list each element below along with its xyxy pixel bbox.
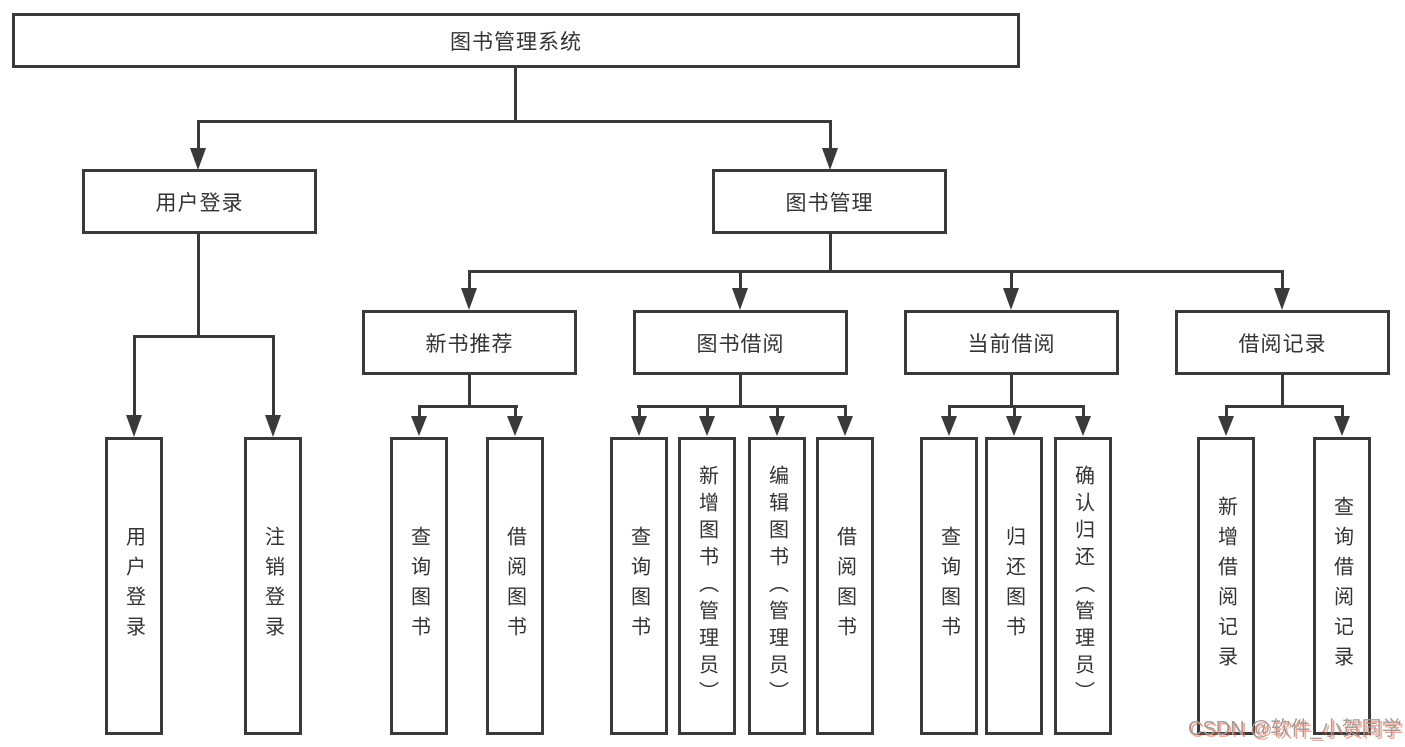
arrow-down-icon xyxy=(126,415,142,437)
edge-drop-new-books xyxy=(468,270,471,290)
watermark: CSDN @软件_小贺同学 xyxy=(1188,718,1402,740)
arrow-down-icon xyxy=(822,148,838,170)
edge-borrow-records-rail xyxy=(1225,405,1344,408)
arrow-down-icon xyxy=(461,288,477,310)
edge-drop-leaf xyxy=(1225,405,1228,417)
edge-drop-leaf xyxy=(1082,405,1085,417)
edge-drop-leaf xyxy=(418,405,421,417)
edge-drop-leaf xyxy=(514,405,517,417)
edge-current-borrow-stem xyxy=(1010,375,1013,405)
edge-drop-leaf xyxy=(638,405,641,417)
edge-new-books-stem xyxy=(468,375,471,405)
leaf-query-books-2: 查询图书 xyxy=(610,437,668,735)
arrow-down-icon xyxy=(837,416,853,436)
leaf-add-borrow-record: 新增借阅记录 xyxy=(1197,437,1255,735)
leaf-confirm-return-admin: 确认归还（管理员） xyxy=(1054,437,1112,735)
edge-drop-logout-leaf xyxy=(272,335,275,415)
node-current-borrow: 当前借阅 xyxy=(904,310,1119,375)
edge-user-login-rail xyxy=(133,335,275,338)
edge-book-borrow-rail xyxy=(637,405,847,408)
arrow-down-icon xyxy=(769,416,785,436)
edge-drop-leaf xyxy=(844,405,847,417)
node-borrow-records: 借阅记录 xyxy=(1175,310,1390,375)
node-root-system: 图书管理系统 xyxy=(12,13,1020,68)
edge-book-mgmt-rail xyxy=(468,270,1284,273)
edge-root-stem xyxy=(514,68,517,121)
leaf-query-books-1: 查询图书 xyxy=(390,437,448,735)
node-book-mgmt-branch: 图书管理 xyxy=(712,169,947,234)
leaf-query-books-3: 查询图书 xyxy=(920,437,978,735)
leaf-user-login: 用户登录 xyxy=(105,437,163,735)
leaf-borrow-books-2: 借阅图书 xyxy=(816,437,874,735)
leaf-edit-books-admin: 编辑图书（管理员） xyxy=(748,437,806,735)
edge-drop-current-borrow xyxy=(1010,270,1013,290)
leaf-add-books-admin: 新增图书（管理员） xyxy=(678,437,736,735)
node-user-login-branch: 用户登录 xyxy=(82,169,317,234)
arrow-down-icon xyxy=(732,288,748,310)
edge-borrow-records-stem xyxy=(1281,375,1284,405)
arrow-down-icon xyxy=(1218,416,1234,436)
edge-drop-leaf xyxy=(776,405,779,417)
node-book-borrow: 图书借阅 xyxy=(633,310,848,375)
edge-new-books-rail xyxy=(418,405,518,408)
edge-drop-leaf xyxy=(948,405,951,417)
arrow-down-icon xyxy=(507,416,523,436)
arrow-down-icon xyxy=(699,416,715,436)
arrow-down-icon xyxy=(1075,416,1091,436)
arrow-down-icon xyxy=(1003,288,1019,310)
arrow-down-icon xyxy=(265,415,281,437)
node-new-books: 新书推荐 xyxy=(362,310,577,375)
edge-current-borrow-rail xyxy=(948,405,1085,408)
edge-drop-login-leaf xyxy=(133,335,136,415)
edge-book-mgmt-stem xyxy=(829,234,832,270)
leaf-return-books: 归还图书 xyxy=(985,437,1043,735)
edge-drop-leaf xyxy=(1013,405,1016,417)
edge-root-rail xyxy=(197,120,832,123)
arrow-down-icon xyxy=(1006,416,1022,436)
arrow-down-icon xyxy=(941,416,957,436)
edge-user-login-stem xyxy=(197,234,200,335)
arrow-down-icon xyxy=(190,148,206,170)
arrow-down-icon xyxy=(1274,288,1290,310)
edge-drop-leaf xyxy=(1341,405,1344,417)
arrow-down-icon xyxy=(1334,416,1350,436)
leaf-borrow-books-1: 借阅图书 xyxy=(486,437,544,735)
leaf-logout: 注销登录 xyxy=(244,437,302,735)
leaf-query-borrow-record: 查询借阅记录 xyxy=(1313,437,1371,735)
edge-drop-user-login xyxy=(197,120,200,150)
arrow-down-icon xyxy=(411,416,427,436)
edge-drop-leaf xyxy=(706,405,709,417)
edge-drop-book-mgmt xyxy=(829,120,832,150)
arrow-down-icon xyxy=(631,416,647,436)
edge-drop-borrow-records xyxy=(1281,270,1284,290)
edge-drop-book-borrow xyxy=(739,270,742,290)
edge-book-borrow-stem xyxy=(739,375,742,405)
